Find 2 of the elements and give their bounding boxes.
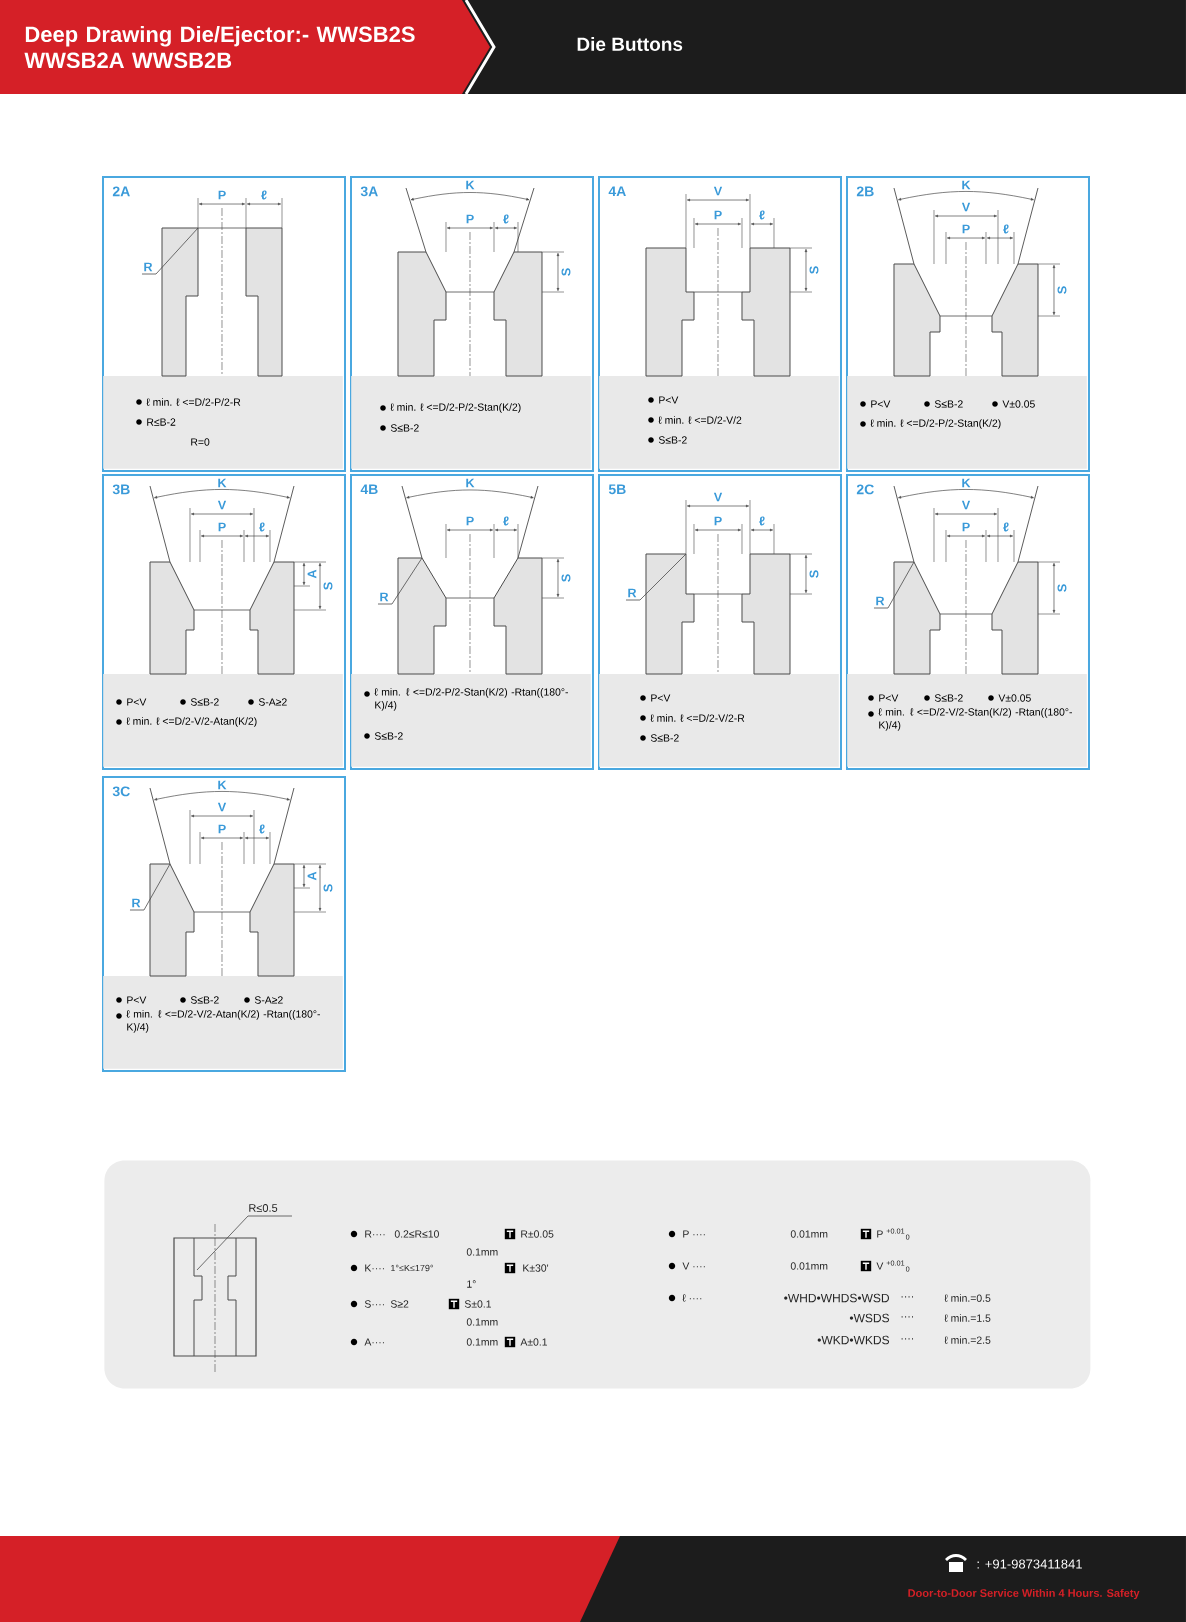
heading: Die Buttons bbox=[577, 37, 683, 51]
title: Deep Drawing Die/Ejector:- WWSB2S WWSB2A WWSB2B bbox=[24, 25, 415, 69]
